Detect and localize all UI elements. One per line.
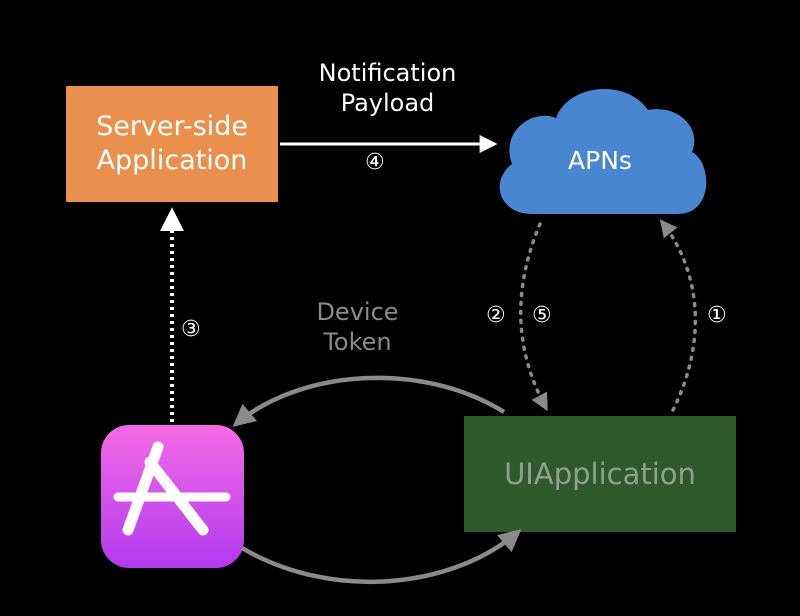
server-label: Server-side Application	[96, 111, 248, 176]
step-3-marker: ③	[181, 317, 201, 342]
arrow-app-to-uiapplication	[240, 529, 522, 585]
apns-label: APNs	[568, 146, 632, 175]
step-4-marker: ④	[365, 150, 385, 175]
server-node	[66, 86, 278, 202]
device-token-label: Device Token	[316, 298, 399, 356]
uiapplication-node	[464, 416, 736, 532]
arrow-token-and-notification	[519, 222, 548, 412]
app-store-icon	[113, 441, 231, 536]
arrow-register	[659, 219, 697, 412]
notification-payload-label: Notification Payload	[318, 59, 457, 117]
step-5-marker: ⑤	[532, 303, 552, 328]
apns-cloud	[499, 88, 707, 214]
step-1-marker: ①	[707, 303, 727, 328]
step-2-marker: ②	[486, 303, 506, 328]
uiapplication-label: UIApplication	[504, 457, 696, 491]
arrow-device-token	[232, 375, 506, 427]
